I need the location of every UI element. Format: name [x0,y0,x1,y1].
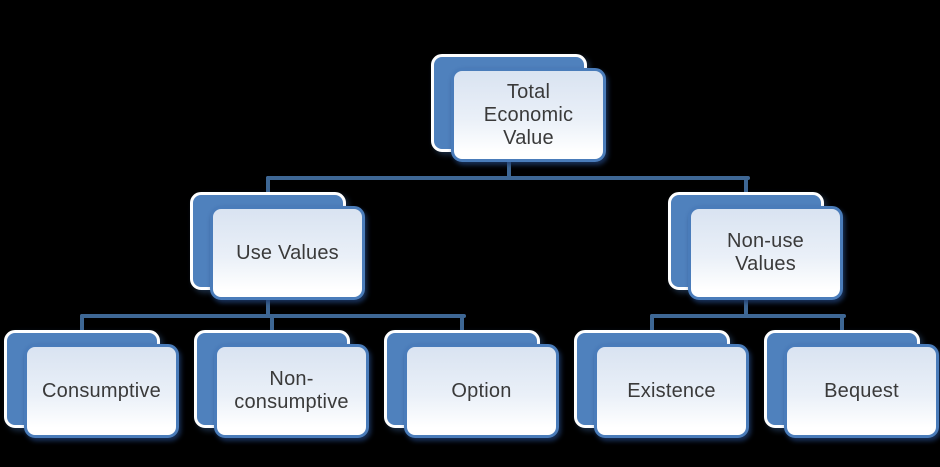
node-use-values[interactable]: Use Values [190,192,366,301]
connector-non-use-stub [744,294,748,318]
node-front-shape: Non-use Values [688,206,843,300]
connector-use-values-drop [266,176,270,198]
connector-existence-drop [650,314,654,336]
node-total-economic-value[interactable]: Total Economic Value [431,54,607,163]
node-non-consumptive[interactable]: Non- consumptive [194,330,370,439]
node-front-shape: Consumptive [24,344,179,438]
node-label-line: Existence [627,379,716,402]
node-label-line: Total [506,80,551,103]
connector-root-stub [507,155,511,180]
connector-non-use-drop [744,176,748,198]
node-front-shape: Non- consumptive [214,344,369,438]
node-label-line: Option [451,379,512,402]
node-label-line: Non-use [727,230,804,252]
node-label-line: consumptive [234,391,349,413]
node-front-shape: Total Economic Value [451,68,606,162]
connector-level1-hline [266,176,750,180]
connector-bequest-drop [840,314,844,336]
node-existence[interactable]: Existence [574,330,750,439]
node-front-shape: Existence [594,344,749,438]
connector-non-consumptive-drop [270,314,274,336]
connector-use-stub [266,294,270,318]
node-label-line: Value [503,126,554,149]
node-front-shape: Use Values [210,206,365,300]
connector-non-use-hline [650,314,846,318]
node-label-line: Bequest [824,379,899,402]
node-consumptive[interactable]: Consumptive [4,330,180,439]
connector-option-drop [460,314,464,336]
node-label-line: Non- [269,368,314,390]
connector-consumptive-drop [80,314,84,336]
node-bequest[interactable]: Bequest [764,330,940,439]
node-label-line: Consumptive [42,379,161,402]
node-label-line: Values [735,253,796,275]
node-front-shape: Bequest [784,344,939,438]
node-label-line: Use Values [236,241,339,264]
node-non-use-values[interactable]: Non-use Values [668,192,844,301]
node-front-shape: Option [404,344,559,438]
node-option[interactable]: Option [384,330,560,439]
node-label-line: Economic [483,103,574,126]
